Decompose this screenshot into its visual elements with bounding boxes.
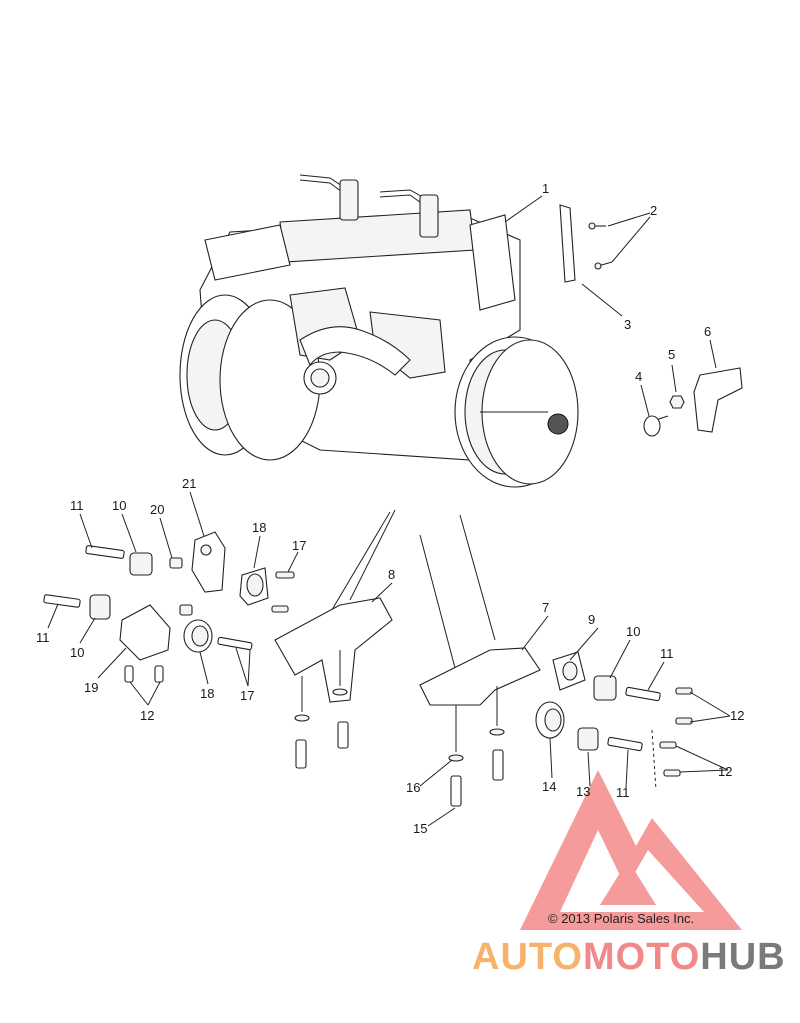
callout-10-b: 10 (70, 645, 84, 660)
callout-5: 5 (668, 347, 675, 362)
callout-15: 15 (413, 821, 427, 836)
watermark-wordmark: AUTOMOTOHUB (472, 936, 786, 979)
callouts: 1 2 3 4 5 6 21 11 10 20 18 17 8 11 10 19… (36, 181, 744, 836)
callout-21: 21 (182, 476, 196, 491)
callout-2: 2 (650, 203, 657, 218)
leader-lines-lower (47, 491, 731, 827)
copyright-text: © 2013 Polaris Sales Inc. (548, 911, 695, 926)
callout-12-a: 12 (140, 708, 154, 723)
callout-12-b: 12 (730, 708, 744, 723)
part-7-bracket (419, 647, 541, 706)
watermark-hub: HUB (700, 936, 786, 978)
callout-18-b: 18 (200, 686, 214, 701)
watermark-logo (520, 770, 742, 930)
part-3-bracket (559, 204, 576, 283)
part-5-nut (669, 395, 685, 409)
right-side-parts (535, 651, 693, 791)
callout-16: 16 (406, 780, 420, 795)
callout-17-a: 17 (292, 538, 306, 553)
callout-9: 9 (588, 612, 595, 627)
part-6-plate (693, 367, 743, 433)
callout-7: 7 (542, 600, 549, 615)
callout-13: 13 (576, 784, 590, 799)
callout-3: 3 (624, 317, 631, 332)
callout-11-b: 11 (36, 630, 50, 645)
watermark-moto: MOTO (582, 936, 701, 978)
callout-10-c: 10 (626, 624, 640, 639)
callout-18-a: 18 (252, 520, 266, 535)
left-side-parts (43, 531, 295, 683)
engine-assembly (179, 174, 579, 488)
part-2-screws (588, 222, 613, 270)
callout-19: 19 (84, 680, 98, 695)
callout-17-b: 17 (240, 688, 254, 703)
leader-lines-upper (504, 195, 717, 417)
callout-11-c: 11 (660, 646, 674, 661)
part-4-bolt (643, 415, 669, 437)
callout-14: 14 (542, 779, 556, 794)
callout-6: 6 (704, 324, 711, 339)
watermark-auto: AUTO (472, 936, 583, 978)
part-8-bracket (274, 597, 393, 703)
callout-20: 20 (150, 502, 164, 517)
callout-11-d: 11 (616, 785, 630, 800)
callout-12-c: 12 (718, 764, 732, 779)
callout-4: 4 (635, 369, 642, 384)
callout-10-a: 10 (112, 498, 126, 513)
callout-11-a: 11 (70, 498, 84, 513)
callout-8: 8 (388, 567, 395, 582)
callout-1: 1 (542, 181, 549, 196)
bolts-under-brackets (294, 650, 505, 807)
